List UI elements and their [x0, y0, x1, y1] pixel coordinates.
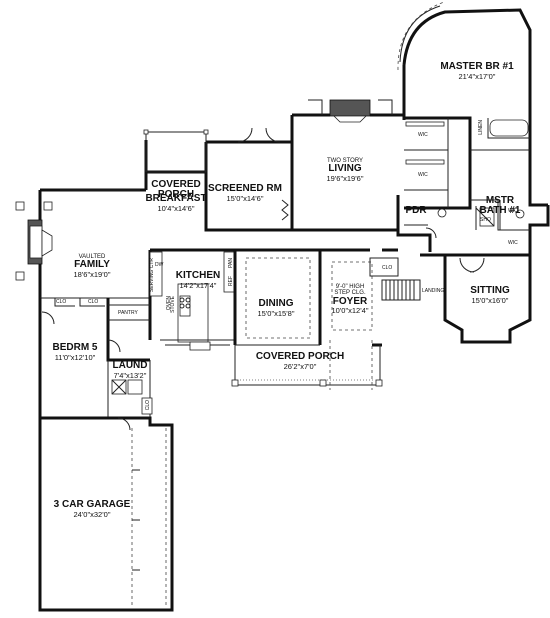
covered-porch-rear-label: COVERED PORCH	[151, 146, 200, 217]
living-label: TWO STORY LIVING 19'6"x19'6"	[327, 158, 364, 183]
living-walls	[204, 99, 404, 232]
family-walls	[15, 189, 150, 307]
bedroom5-laundry-walls	[38, 298, 153, 418]
front-porch	[231, 340, 383, 390]
bedroom5-label: BEDRM 5 11'0"x12'10"	[52, 342, 98, 362]
family-label: VAULTED FAMILY 18'6"x19'0"	[74, 254, 111, 279]
room-dimensions: 19'6"x19'6"	[326, 173, 364, 183]
room-name: LAUND	[112, 360, 148, 371]
room-name: FOYER	[332, 295, 368, 307]
wic-label: WIC	[508, 208, 518, 214]
room-name: MSTR BATH #1	[479, 194, 521, 217]
foyer-closet-label: CLO	[382, 265, 393, 271]
room-name: COVERED PORCH	[255, 351, 345, 362]
wic-label: WIC	[418, 172, 428, 178]
room-name: PDR	[405, 205, 427, 216]
breakfast-walls	[40, 172, 148, 192]
room-name: KITCHEN	[175, 270, 221, 281]
closet-label: CLO	[88, 299, 99, 305]
garage-label: 3 CAR GARAGE 24'0"x32'0"	[53, 499, 131, 519]
room-name: COVERED PORCH	[151, 178, 201, 201]
screened-room-label: SCREENED RM 15'0"x14'6"	[208, 183, 282, 203]
powder-room-label: PDR	[405, 205, 427, 217]
refrigerator-label: REF	[228, 276, 234, 286]
room-note: TWO STORY	[326, 158, 364, 164]
room-dimensions: 10'0"x12'4"	[331, 306, 369, 316]
master-bath-label: MSTR BATH #1	[480, 162, 521, 233]
powder-room-walls	[396, 195, 437, 252]
room-name: BREAKFAST	[145, 193, 207, 204]
linen-label: LINEN	[478, 120, 484, 135]
room-dimensions: 15'0"x16'0"	[471, 295, 509, 305]
room-name: DINING	[258, 298, 294, 309]
pantry-label: PANTRY	[118, 310, 138, 316]
breakfast-label: BREAKFAST 10'4"x14'6"	[145, 193, 207, 213]
room-dimensions: 7'4"x13'2"	[113, 370, 147, 380]
room-name: SITTING	[470, 285, 510, 296]
room-name: 3 CAR GARAGE	[53, 499, 131, 510]
room-dimensions: 26'2"x7'0"	[283, 361, 317, 371]
room-dimensions: 21'4"x17'0"	[458, 71, 496, 81]
sitting-walls	[443, 253, 532, 344]
laundry-label: LAUND 7'4"x13'2"	[112, 360, 148, 380]
room-name: SCREENED RM	[208, 183, 282, 194]
stove-label: STOVE	[170, 296, 176, 313]
front-porch-label: COVERED PORCH 26'2"x7'0"	[255, 351, 345, 371]
wic-label: WIC	[418, 132, 428, 138]
serving-counter-label: SERVING CTR	[149, 258, 155, 293]
room-name: LIVING	[328, 163, 362, 175]
wic-label: WIC	[508, 240, 518, 246]
kitchen-label: KITCHEN 14'2"x17'4"	[175, 270, 221, 290]
garage-closet-label: CLO	[145, 400, 151, 411]
room-dimensions: 15'0"x14'6"	[226, 193, 264, 203]
shower-label: SHO	[480, 217, 491, 223]
room-note: 9'-0" HIGH	[335, 284, 365, 290]
foyer-walls	[320, 248, 447, 347]
kitchen-walls	[148, 248, 235, 351]
dishwasher-label: DW	[155, 262, 164, 268]
room-note: STEP CLG.	[334, 290, 366, 297]
room-dimensions: 18'6"x19'0"	[73, 269, 111, 279]
room-dimensions: 10'4"x14'6"	[157, 203, 195, 213]
room-name: FAMILY	[74, 259, 110, 271]
sitting-label: SITTING 15'0"x16'0"	[470, 285, 510, 305]
room-name: MASTER BR #1	[440, 61, 514, 72]
pantry-cabinet-label: PAN	[228, 258, 234, 268]
master-suite-walls	[397, 1, 550, 257]
closet-label: CLO	[56, 299, 67, 305]
room-note: VAULTED	[78, 254, 106, 260]
room-dimensions: 15'0"x15'8"	[257, 308, 295, 318]
room-name: BEDRM 5	[52, 342, 98, 353]
dining-label: DINING 15'0"x15'8"	[257, 298, 295, 318]
master-bedroom-label: MASTER BR #1 21'4"x17'0"	[440, 61, 514, 81]
room-dimensions: 14'2"x17'4"	[179, 280, 217, 290]
landing-label: LANDING	[422, 288, 445, 294]
foyer-label: 9'-0" HIGH STEP CLG. FOYER 10'0"x12'4"	[332, 284, 369, 315]
garage-walls	[38, 416, 174, 612]
room-dimensions: 24'0"x32'0"	[73, 509, 111, 519]
room-dimensions: 11'0"x12'10"	[54, 352, 96, 362]
